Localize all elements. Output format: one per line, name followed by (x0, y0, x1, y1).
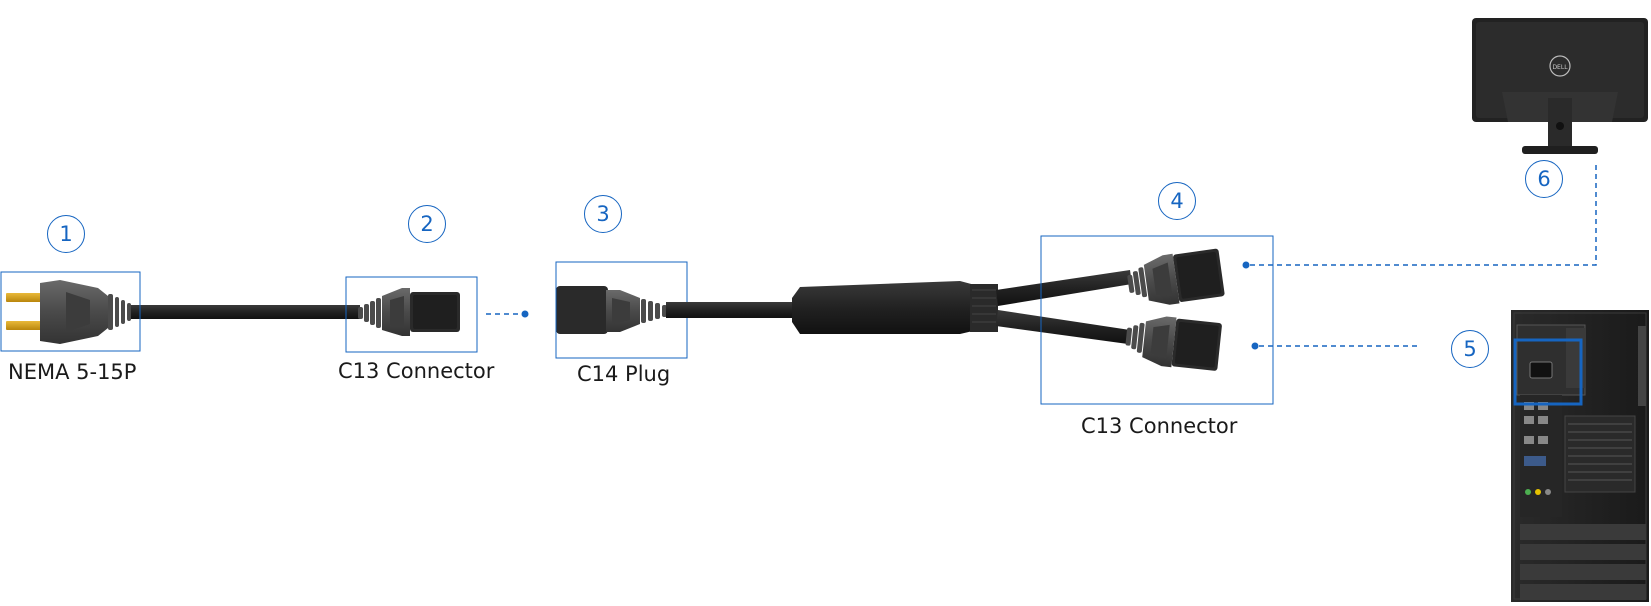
label-c13-connector-2: C13 Connector (1081, 414, 1238, 438)
callout-badge-5: 5 (1451, 330, 1489, 368)
callout-badge-2: 2 (408, 205, 446, 243)
c13-highlight-box-1 (345, 276, 478, 353)
c13-connector-upper (1127, 248, 1225, 305)
c13-connector-1 (358, 288, 460, 336)
c13-connector-lower (1125, 316, 1222, 371)
c13-highlight-box-2 (1040, 235, 1274, 405)
label-nema-5-15p: NEMA 5-15P (8, 360, 137, 384)
monitor-logo: DELL (1552, 64, 1568, 71)
desktop-tower-back (1511, 310, 1649, 602)
callout-badge-1: 1 (47, 215, 85, 253)
nema-5-15p-plug (6, 280, 131, 344)
link-dot-2-3 (521, 310, 529, 318)
callout-badge-4: 4 (1158, 182, 1196, 220)
callout-badge-6: 6 (1525, 160, 1563, 198)
y-splitter-cable (666, 270, 1132, 344)
connector-link-4-5 (1251, 342, 1420, 350)
cable-1 (130, 305, 360, 319)
monitor-back: DELL (1472, 18, 1648, 154)
connector-link-4-6 (1242, 162, 1597, 269)
c14-plug (556, 286, 667, 334)
tower-power-highlight-box (1513, 338, 1583, 406)
nema-highlight-box (0, 271, 141, 352)
label-c14-plug: C14 Plug (577, 362, 671, 386)
callout-badge-3: 3 (584, 195, 622, 233)
label-c13-connector-1: C13 Connector (338, 359, 495, 383)
